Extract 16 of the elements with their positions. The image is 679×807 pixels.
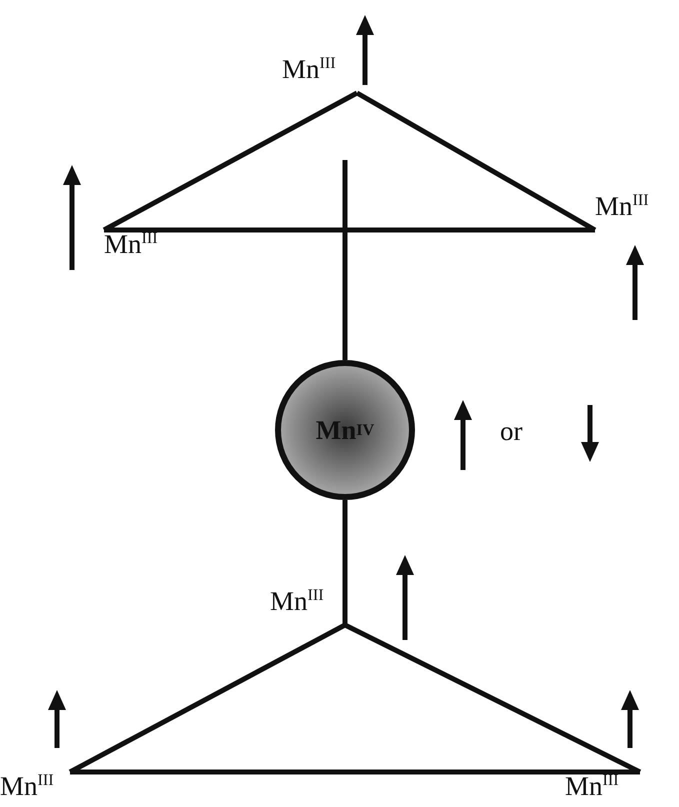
connecting-line: [104, 228, 595, 232]
note-text: or: [500, 418, 522, 445]
connecting-line: [68, 622, 346, 774]
connecting-line: [70, 770, 640, 774]
ion-label: Mn$^{III}$: [0, 772, 54, 800]
ion-circle: Mn$^{IV}$: [275, 360, 415, 500]
connecting-line: [344, 622, 642, 774]
connecting-line: [342, 160, 348, 360]
ion-label: Mn$^{III}$: [595, 192, 649, 220]
ion-label: Mn$^{III}$: [270, 587, 324, 615]
ion-label: Mn$^{III}$: [282, 55, 336, 83]
connecting-line: [102, 90, 358, 232]
ion-label: Mn$^{III}$: [104, 230, 158, 258]
connecting-line: [342, 500, 348, 625]
connecting-line: [356, 90, 596, 232]
ion-label: Mn$^{III}$: [565, 772, 619, 800]
